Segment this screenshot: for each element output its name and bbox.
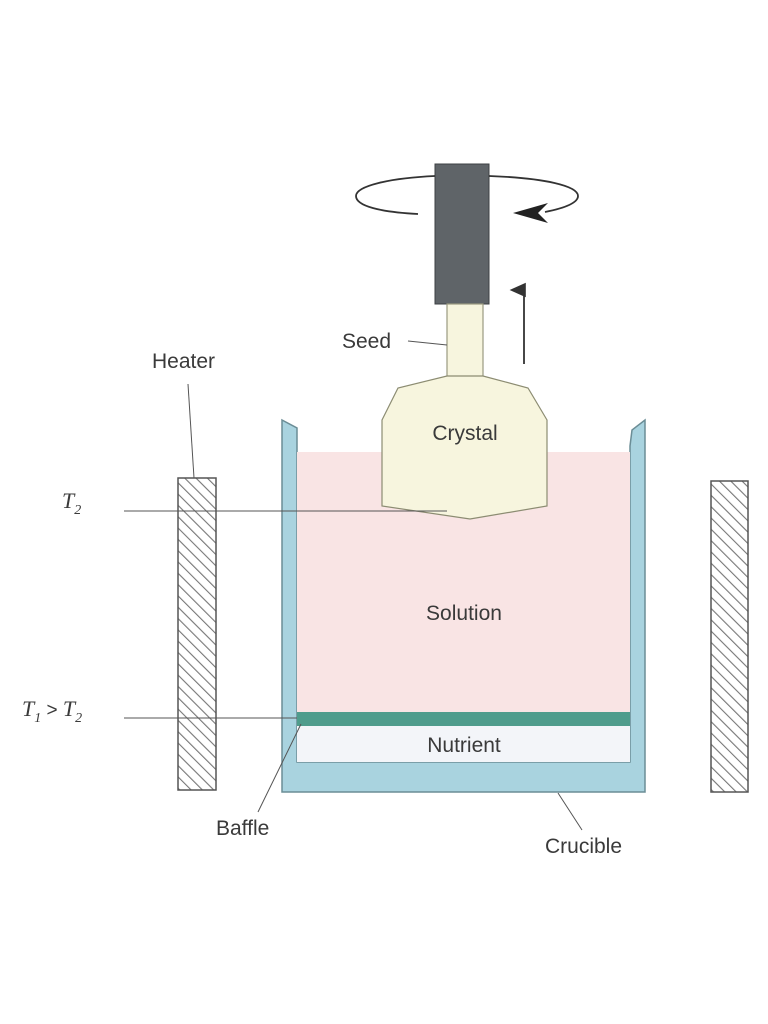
nutrient (297, 726, 630, 762)
t2-label: T2 (62, 488, 81, 518)
crucible-leader (557, 792, 583, 831)
t2-subscript: 2 (74, 503, 81, 518)
t2b-subscript: 2 (75, 711, 82, 726)
nutrient-label: Nutrient (427, 734, 501, 757)
baffle-label: Baffle (216, 817, 269, 840)
crucible-label: Crucible (545, 835, 622, 858)
crystal (381, 375, 548, 520)
heater-label: Heater (152, 350, 215, 373)
seed-holder (434, 163, 490, 305)
seed-label: Seed (342, 330, 391, 353)
heater-left (177, 477, 217, 791)
t1-symbol: T (22, 696, 36, 721)
rotation-arrow-front (488, 175, 579, 213)
heater-leader (187, 383, 195, 479)
t1-gt-t2-label: T1 > T2 (22, 696, 82, 726)
baffle-leader (257, 723, 302, 813)
t2b-symbol: T (63, 696, 77, 721)
solution-label: Solution (426, 602, 502, 625)
gt-operator: > (41, 700, 63, 721)
t2-symbol: T (62, 488, 76, 513)
solution (297, 452, 630, 712)
crystal-label: Crystal (432, 422, 497, 445)
rotation-arrow-back (355, 175, 436, 215)
baffle (297, 712, 630, 726)
rotation-arrowhead-icon (513, 203, 548, 223)
heater-right (710, 480, 749, 793)
t1-subscript: 1 (34, 711, 41, 726)
seed (446, 303, 484, 379)
seed-leader (407, 340, 448, 346)
